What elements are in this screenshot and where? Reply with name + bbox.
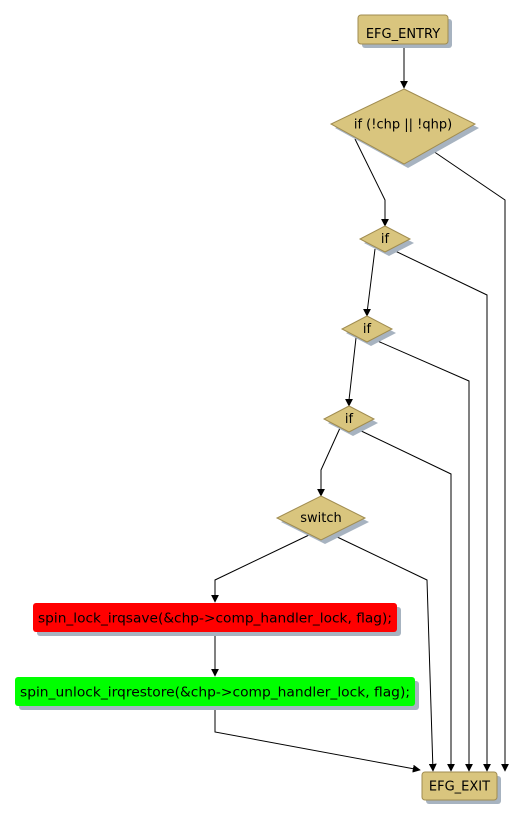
edge-if1-to-exit: [390, 248, 491, 772]
if3-node: if: [322, 405, 378, 436]
edge-if2-to-if3: [345, 337, 357, 407]
edge-switch-to-lock: [211, 534, 310, 603]
edge-cond-main-to-exit: [432, 150, 509, 772]
edges: [211, 46, 509, 773]
lock-statement-label: spin_lock_irqsave(&chp->comp_handler_loc…: [38, 612, 392, 627]
edge-if3-to-switch: [317, 427, 341, 497]
exit-label: EFG_EXIT: [429, 780, 490, 795]
switch-node: switch: [275, 495, 369, 544]
unlock-statement-label: spin_unlock_irqrestore(&chp->comp_handle…: [20, 686, 410, 701]
entry-node: EFG_ENTRY: [357, 14, 452, 48]
if1-node: if: [358, 225, 414, 256]
edge-if3-to-exit: [354, 427, 455, 772]
cond-main-label: if (!chp || !qhp): [354, 118, 452, 133]
cond-main-node: if (!chp || !qhp): [329, 88, 479, 168]
entry-label: EFG_ENTRY: [366, 27, 440, 42]
unlock-statement-node: spin_unlock_irqrestore(&chp->comp_handle…: [15, 677, 419, 710]
edge-if1-to-if2: [363, 248, 376, 317]
if3-label: if: [345, 412, 354, 427]
if2-label: if: [363, 322, 372, 337]
edge-switch-to-exit: [332, 534, 437, 772]
if2-node: if: [340, 315, 396, 346]
if1-label: if: [381, 232, 390, 247]
switch-label: switch: [300, 511, 342, 526]
edge-cond-main-to-if1: [354, 138, 389, 227]
exit-node: EFG_EXIT: [421, 771, 501, 804]
edge-if2-to-exit: [372, 338, 473, 772]
lock-statement-node: spin_lock_irqsave(&chp->comp_handler_loc…: [33, 603, 401, 636]
edge-unlock-to-exit: [214, 708, 421, 773]
